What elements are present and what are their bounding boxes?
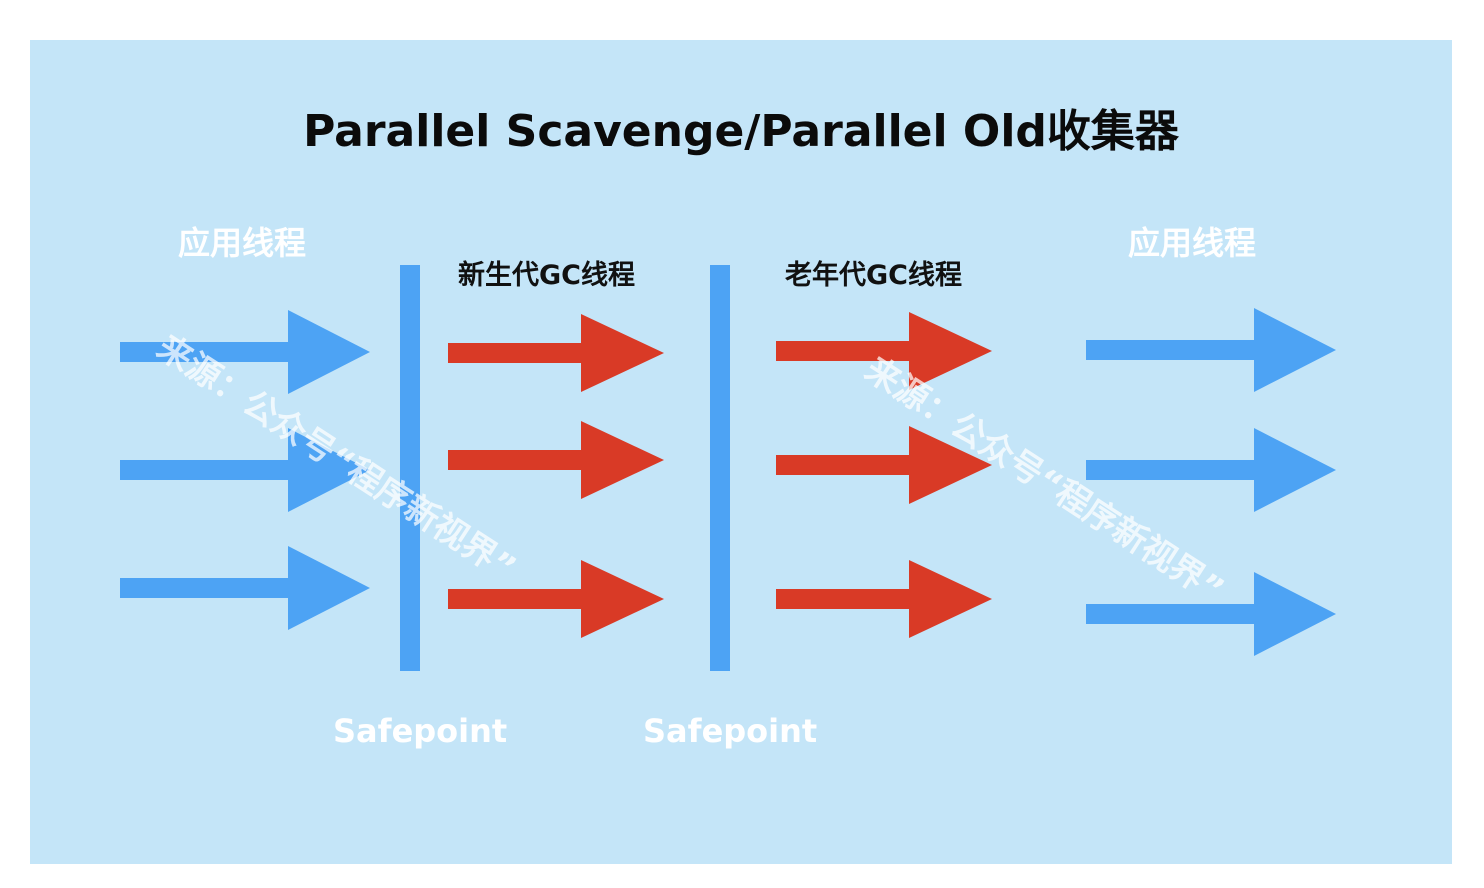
safepoint-bar-2 bbox=[710, 265, 730, 671]
old-gc-arrow-1 bbox=[776, 312, 992, 390]
safepoint-label-1: Safepoint bbox=[333, 712, 508, 750]
old-gc-threads-label: 老年代GC线程 bbox=[785, 260, 962, 291]
app-thread-arrow-right-1 bbox=[1086, 308, 1336, 392]
app-thread-arrow-left-1 bbox=[120, 310, 370, 394]
app-thread-arrow-left-3 bbox=[120, 546, 370, 630]
young-gc-arrow-1 bbox=[448, 314, 664, 392]
app-threads-right-label: 应用线程 bbox=[1128, 224, 1257, 262]
safepoint-label-2: Safepoint bbox=[643, 712, 818, 750]
app-thread-arrow-left-2 bbox=[120, 428, 370, 512]
young-gc-arrow-3 bbox=[448, 560, 664, 638]
app-thread-arrow-right-3 bbox=[1086, 572, 1336, 656]
app-threads-left-label: 应用线程 bbox=[178, 224, 307, 262]
diagram-title: Parallel Scavenge/Parallel Old收集器 bbox=[303, 106, 1179, 157]
old-gc-arrow-2 bbox=[776, 426, 992, 504]
safepoint-bar-1 bbox=[400, 265, 420, 671]
old-gc-arrow-3 bbox=[776, 560, 992, 638]
young-gc-arrow-2 bbox=[448, 421, 664, 499]
app-thread-arrow-right-2 bbox=[1086, 428, 1336, 512]
young-gc-threads-label: 新生代GC线程 bbox=[458, 260, 635, 291]
diagram-canvas: Parallel Scavenge/Parallel Old收集器 应用线程 新… bbox=[30, 40, 1452, 864]
